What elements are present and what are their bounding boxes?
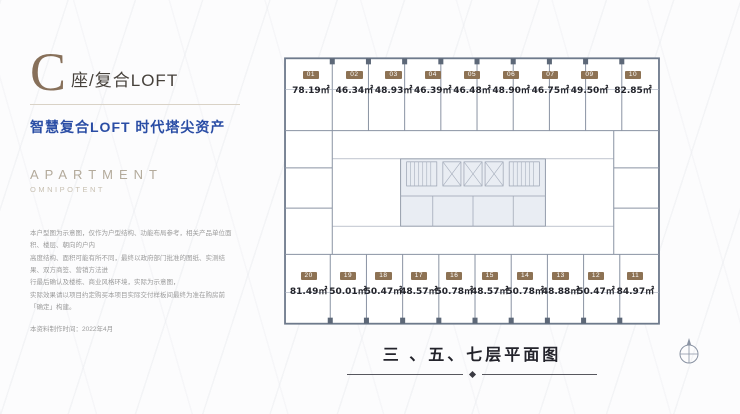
disclaimer-line: 高度结构、面积可能有所不同，最终以政府部门批准的图纸、实测结果、双方商签、营销方… bbox=[30, 254, 225, 274]
unit-label: 17 48.57㎡ bbox=[400, 271, 438, 297]
top-unit-labels: 01 78.19㎡ 02 46.34㎡ 03 48.93㎡ 04 46.39㎡ 05 46.48㎡… bbox=[287, 71, 657, 96]
unit-label: 20 81.49㎡ bbox=[287, 271, 330, 297]
unit-number-badge: 13 bbox=[552, 271, 569, 280]
unit-label: 11 84.97㎡ bbox=[614, 271, 657, 297]
unit-number-badge: 20 bbox=[300, 271, 317, 280]
unit-area: 49.50㎡ bbox=[570, 86, 609, 97]
floor-plan-caption: 三 、五、七层平面图 bbox=[382, 347, 562, 364]
unit-label: 19 50.01㎡ bbox=[329, 271, 367, 297]
unit-area: 46.39㎡ bbox=[414, 86, 452, 97]
unit-number-badge: 06 bbox=[503, 71, 520, 80]
unit-number-badge: 05 bbox=[463, 71, 481, 80]
disclaimer-line: 本户型图为示意图，仅作为户型结构、功能布局参考，相关产品单位面积、楼层、朝向的户… bbox=[30, 229, 232, 250]
slogan: 智慧复合LOFT 时代塔尖资产 bbox=[30, 118, 226, 135]
unit-label: 05 46.48㎡ bbox=[452, 71, 491, 96]
ornament-line-left bbox=[347, 374, 463, 375]
unit-number-badge: 01 bbox=[302, 71, 320, 80]
unit-area: 48.57㎡ bbox=[400, 287, 438, 297]
unit-area: 50.78㎡ bbox=[435, 287, 473, 297]
caption-block: 三 、五、七层平面图 bbox=[282, 341, 662, 379]
unit-number-badge: 16 bbox=[446, 271, 463, 280]
unit-area: 50.01㎡ bbox=[329, 287, 367, 297]
unit-area: 48.88㎡ bbox=[541, 287, 580, 297]
diamond-icon bbox=[468, 370, 476, 379]
date-note: 本资料制作时间：2022年4月 bbox=[30, 326, 114, 334]
unit-number-badge: 19 bbox=[339, 271, 357, 280]
disclaimer-line: 行最后确认及楼栋、商业风格环境，实际为示意图， bbox=[30, 279, 180, 287]
disclaimer: 本户型图为示意图，仅作为户型结构、功能布局参考，相关产品单位面积、楼层、朝向的户… bbox=[30, 228, 235, 314]
unit-label: 12 50.47㎡ bbox=[577, 271, 615, 297]
bottom-unit-labels: 20 81.49㎡ 19 50.01㎡ 18 50.47㎡ 17 48.57㎡ 16 50.78㎡… bbox=[287, 271, 657, 297]
unit-area: 48.57㎡ bbox=[470, 287, 509, 297]
ornament-line-right bbox=[481, 374, 597, 375]
unit-number-badge: 04 bbox=[424, 71, 441, 80]
unit-label: 09 49.50㎡ bbox=[570, 71, 609, 96]
compass-icon bbox=[679, 338, 699, 364]
unit-number-badge: 12 bbox=[587, 271, 605, 280]
unit-area: 50.47㎡ bbox=[364, 287, 403, 297]
unit-area: 48.93㎡ bbox=[374, 86, 413, 97]
brand-block: APARTMENT OMNIPOTENT bbox=[30, 167, 248, 194]
disclaimer-line: 实际效果请以项目约定购买本项目实际交付样板间最终为准在购房前「确定」构建。 bbox=[30, 291, 225, 311]
unit-label: 14 50.78㎡ bbox=[506, 271, 544, 297]
unit-area: 48.90㎡ bbox=[492, 86, 530, 97]
unit-area: 46.34㎡ bbox=[335, 86, 374, 97]
brand-word: APARTMENT bbox=[30, 166, 163, 182]
unit-label: 13 48.88㎡ bbox=[541, 271, 580, 297]
unit-number-badge: 10 bbox=[624, 71, 642, 80]
unit-area: 84.97㎡ bbox=[616, 287, 655, 297]
unit-area: 50.78㎡ bbox=[506, 287, 544, 297]
unit-area: 82.85㎡ bbox=[614, 86, 652, 97]
unit-number-badge: 18 bbox=[375, 271, 392, 280]
unit-area: 81.49㎡ bbox=[289, 287, 328, 297]
unit-label: 18 50.47㎡ bbox=[364, 271, 403, 297]
title-divider bbox=[30, 103, 240, 105]
caption-ornament bbox=[347, 370, 597, 379]
unit-number-badge: 09 bbox=[581, 71, 598, 80]
unit-label: 15 48.57㎡ bbox=[470, 271, 509, 297]
unit-label: 02 46.34㎡ bbox=[335, 71, 374, 96]
unit-label: 01 78.19㎡ bbox=[287, 71, 335, 96]
unit-number-badge: 17 bbox=[410, 271, 427, 280]
building-letter: C bbox=[30, 42, 67, 102]
unit-area: 50.47㎡ bbox=[577, 287, 615, 297]
unit-label: 16 50.78㎡ bbox=[435, 271, 473, 297]
floor-plan: 01 78.19㎡ 02 46.34㎡ 03 48.93㎡ 04 46.39㎡ 05 46.48㎡… bbox=[282, 55, 662, 327]
unit-area: 46.75㎡ bbox=[531, 86, 570, 97]
unit-label: 10 82.85㎡ bbox=[609, 71, 657, 96]
unit-area: 78.19㎡ bbox=[292, 86, 330, 97]
unit-number-badge: 15 bbox=[481, 271, 498, 280]
unit-label: 03 48.93㎡ bbox=[374, 71, 413, 96]
unit-area: 46.48㎡ bbox=[453, 86, 491, 97]
unit-number-badge: 02 bbox=[346, 71, 363, 80]
unit-number-badge: 07 bbox=[542, 71, 559, 80]
left-panel: C 座/复合LOFT 智慧复合LOFT 时代塔尖资产 APARTMENT OMN… bbox=[30, 42, 248, 334]
unit-number-badge: 03 bbox=[385, 71, 402, 80]
unit-number-badge: 11 bbox=[627, 271, 644, 280]
unit-label: 07 46.75㎡ bbox=[531, 71, 570, 96]
unit-number-badge: 14 bbox=[517, 271, 534, 280]
unit-label: 04 46.39㎡ bbox=[413, 71, 452, 96]
brand-subword: OMNIPOTENT bbox=[30, 184, 105, 194]
unit-label: 06 48.90㎡ bbox=[492, 71, 531, 96]
title: C 座/复合LOFT bbox=[30, 42, 248, 102]
building-title-suffix: 座/复合LOFT bbox=[71, 70, 179, 90]
